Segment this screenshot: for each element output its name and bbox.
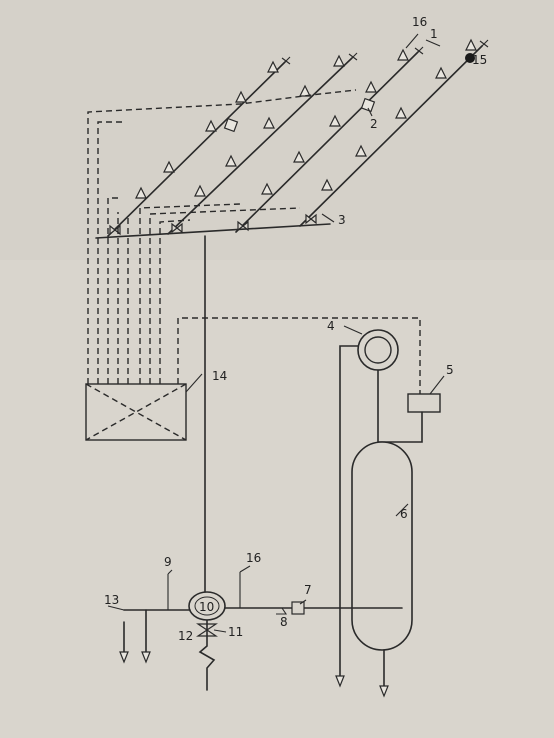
check-valve-icon [276, 607, 288, 615]
flow-switch-icon [291, 601, 305, 615]
label-11: 11 [228, 625, 243, 639]
sprinkler-head-icon [299, 84, 311, 97]
fire-alarm-controller [85, 383, 187, 441]
sprinkler-head-icon [435, 66, 447, 79]
sprinkler-head-icon [293, 150, 305, 163]
branch-pipe-3 [235, 51, 419, 233]
sprinkler-head-icon [267, 60, 279, 73]
sprinkler-head-icon [395, 106, 407, 119]
sprinkler-head-icon [205, 119, 217, 132]
sprinkler-head-icon [261, 182, 273, 195]
label-16-bottom: 16 [246, 551, 261, 565]
cross-main-pipe [95, 223, 331, 239]
label-2: 2 [370, 117, 378, 131]
valve-icon [305, 213, 317, 225]
sprinkler-head-icon [365, 80, 377, 93]
pressure-tank [351, 441, 413, 651]
branch-pipe-1 [107, 61, 286, 237]
valve-icon [237, 220, 249, 232]
label-16-top: 16 [412, 15, 427, 29]
end-cap-icon [281, 56, 291, 66]
label-3: 3 [338, 213, 346, 227]
sprinkler-head-icon [465, 38, 477, 51]
sprinkler-head-icon [225, 154, 237, 167]
label-1: 1 [430, 27, 438, 41]
label-8: 8 [280, 615, 288, 629]
label-13: 13 [104, 593, 119, 607]
callout-labels: 1 16 15 2 3 4 5 14 6 9 16 7 13 10 8 11 1… [104, 15, 487, 643]
branch-valves [109, 213, 317, 236]
branch-pipe-2 [167, 57, 353, 235]
label-10: 10 [199, 600, 214, 614]
branch-pipes [107, 45, 483, 237]
end-cap-icon [479, 39, 489, 49]
alarm-box [407, 393, 441, 413]
branch-pipe-4 [299, 45, 483, 227]
sprinkler-head-icon [333, 54, 345, 67]
label-12: 12 [178, 629, 193, 643]
pump-inlet-pipe [339, 345, 359, 677]
detector-icon [360, 97, 376, 113]
label-7: 7 [304, 583, 312, 597]
drain-icon [379, 685, 389, 698]
end-cap-icon [414, 46, 424, 56]
label-4: 4 [327, 319, 335, 333]
sprinkler-head-icon [355, 144, 367, 157]
end-cap-icon [348, 52, 358, 62]
valve-icon [171, 222, 183, 234]
sprinkler-head-icon [135, 186, 147, 199]
label-14: 14 [212, 369, 227, 383]
control-wiring [87, 89, 421, 394]
label-15: 15 [472, 53, 487, 67]
leader-lines [107, 33, 445, 633]
sprinkler-head-icon [263, 116, 275, 129]
sprinkler-head-icon [194, 184, 206, 197]
detector-icon [223, 117, 239, 133]
sprinkler-head-icon [321, 178, 333, 191]
drain-icon [335, 675, 345, 688]
pump-outlet-pipe [377, 369, 423, 443]
label-5: 5 [446, 363, 454, 377]
sprinkler-heads [135, 38, 477, 199]
label-9: 9 [164, 555, 172, 569]
sprinkler-head-icon [235, 90, 247, 103]
end-valve-icon [465, 53, 475, 63]
drain-icon [119, 651, 129, 664]
sprinkler-head-icon [329, 114, 341, 127]
drain-icon [141, 651, 151, 664]
sprinkler-head-icon [397, 48, 409, 61]
sprinkler-head-icon [163, 160, 175, 173]
label-6: 6 [400, 507, 408, 521]
